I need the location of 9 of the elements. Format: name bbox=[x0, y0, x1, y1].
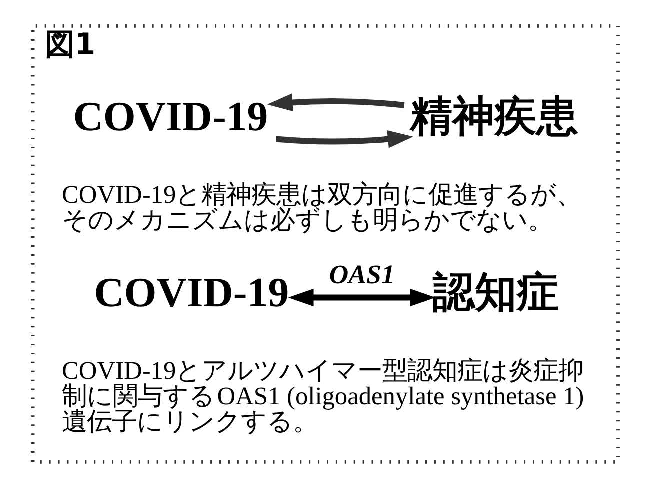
arrow bbox=[288, 288, 436, 307]
node-text: 精神疾患 bbox=[410, 91, 578, 140]
node-text: 認知症 bbox=[432, 268, 558, 317]
node-text: COVID-19 bbox=[94, 270, 289, 317]
label: COVID-19と精神疾患は双方向に促進するが、そのメカニズムは必ずしも明らかでない。 bbox=[62, 179, 581, 234]
node-text: COVID-19 bbox=[72, 94, 268, 140]
arrow bbox=[266, 94, 404, 112]
edge-label: OAS1 bbox=[328, 259, 394, 290]
arrow bbox=[276, 130, 413, 148]
